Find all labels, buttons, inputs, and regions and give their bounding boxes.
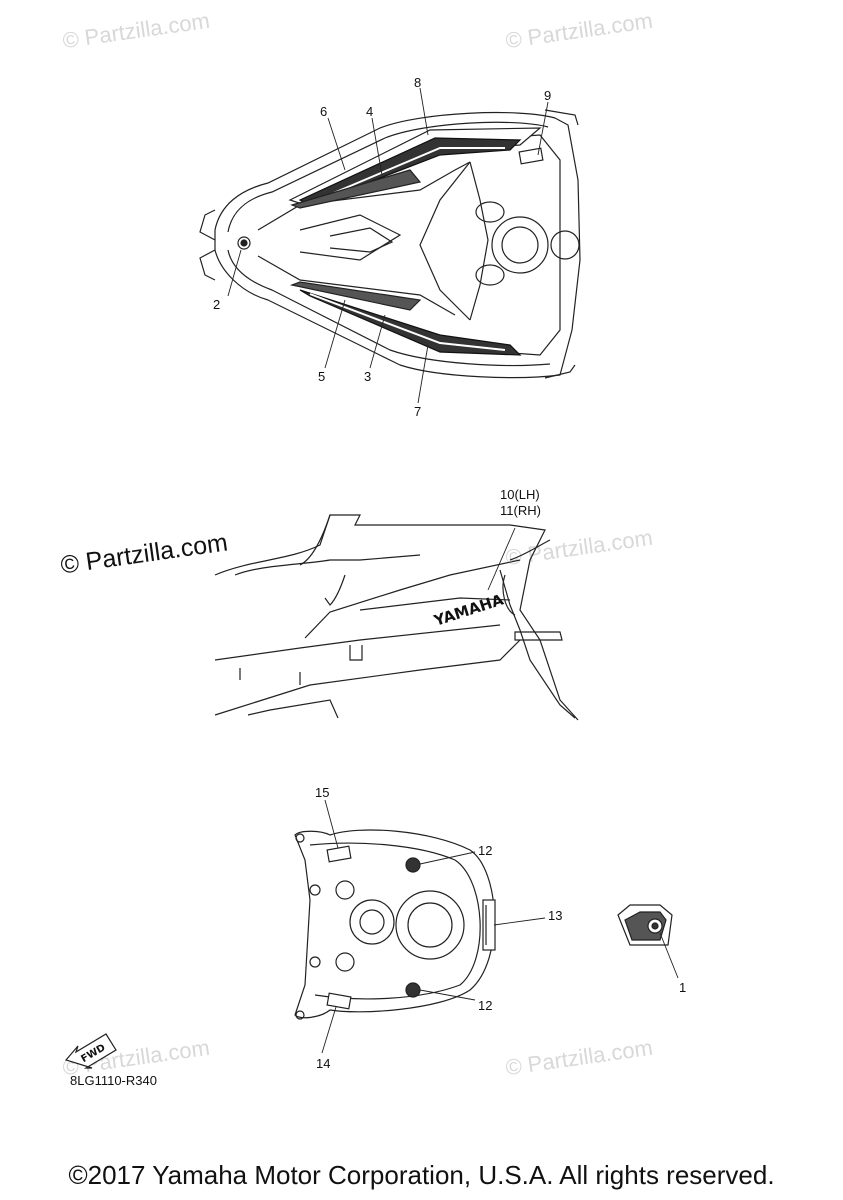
callout-7: 7 (414, 404, 422, 419)
callout-14: 14 (316, 1056, 331, 1071)
deck-top-view (294, 829, 496, 1020)
yamaha-decal: YAMAHA (431, 590, 506, 630)
callout-12: 12 (478, 998, 493, 1013)
callout-1: 1 (679, 980, 687, 995)
callout-13: 13 (548, 908, 563, 923)
callout-9: 9 (544, 88, 552, 103)
callout-11: 11(RH) (500, 503, 541, 518)
callout-6: 6 (320, 104, 328, 119)
callout-15: 15 (315, 785, 330, 800)
hull-top-view (199, 109, 581, 379)
hull-side-view (214, 514, 579, 721)
callout-12: 12 (478, 843, 493, 858)
callout-10: 10(LH) (500, 487, 540, 502)
callout-4: 4 (366, 104, 374, 119)
emblem-part-view (617, 904, 673, 946)
callout-2: 2 (213, 297, 221, 312)
diagram-code: 8LG1110-R340 (70, 1073, 157, 1088)
callout-3: 3 (364, 369, 372, 384)
callout-8: 8 (414, 75, 422, 90)
callout-5: 5 (318, 369, 326, 384)
copyright-notice: ©2017 Yamaha Motor Corporation, U.S.A. A… (68, 1160, 775, 1190)
fwd-arrow-icon: FWD (64, 1033, 117, 1069)
